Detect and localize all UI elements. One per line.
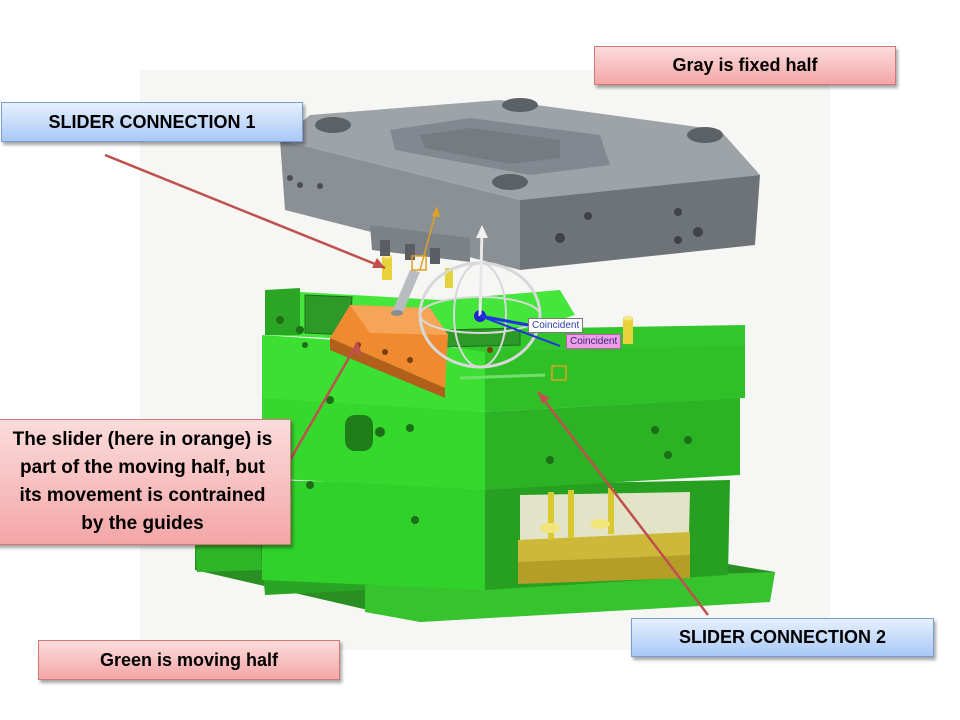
fixed-half-plate — [280, 98, 760, 270]
coincident-tag-2[interactable]: Coincident — [566, 334, 622, 349]
slider-description-line-1: The slider (here in orange) is — [12, 429, 273, 450]
moving-half-callout: Green is moving half — [38, 640, 340, 680]
fixed-half-callout: Gray is fixed half — [594, 46, 896, 85]
coincident-tag-1[interactable]: Coincident — [528, 318, 584, 333]
arrowhead-2 — [352, 342, 362, 356]
moving-half-block — [262, 335, 745, 524]
arrow-slider-connection-1 — [104, 153, 386, 270]
slider-description-callout: The slider (here in orange) is part of t… — [0, 419, 291, 545]
orange-slider — [330, 305, 493, 398]
arrowhead-1 — [372, 258, 385, 268]
slider-connection-1-callout: SLIDER CONNECTION 1 — [1, 102, 303, 142]
ejector-housing — [195, 480, 775, 622]
slider-description-line-2: part of the moving half, but — [20, 457, 265, 478]
arrow-slider-connection-2 — [537, 391, 709, 616]
arrowhead-3 — [538, 392, 550, 404]
slider-connection-2-callout: SLIDER CONNECTION 2 — [631, 618, 934, 657]
slider-description-line-3: its movement is contrained — [19, 485, 266, 506]
angle-pin — [391, 270, 420, 316]
slider-description-line-4: by the guides — [81, 513, 204, 534]
drag-manipulator[interactable] — [411, 206, 567, 381]
